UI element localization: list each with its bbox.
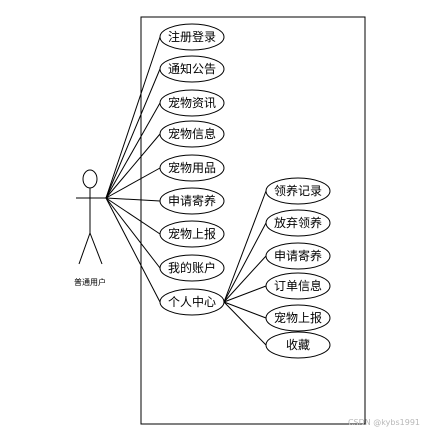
use-case-ellipse [265, 242, 331, 270]
use-case-ellipse [159, 187, 225, 215]
association-line [105, 36, 161, 199]
use-case-ellipse [159, 23, 225, 51]
use-cases: 注册登录通知公告宠物资讯宠物信息宠物用品申请寄养宠物上报我的账户个人中心领养记录… [159, 23, 331, 359]
sub_use_case-apply-foster-sub: 申请寄养 [265, 242, 331, 270]
use-case-ellipse [265, 304, 331, 332]
use-case-label: 个人中心 [168, 294, 216, 309]
sub_use_case-pet-report-sub: 宠物上报 [265, 304, 331, 332]
association-line [105, 68, 161, 199]
use-case-label: 通知公告 [168, 62, 216, 76]
sub-association-line [223, 190, 267, 303]
use-case-ellipse [265, 272, 331, 300]
watermark: CSDN @kybs1991 [348, 418, 420, 427]
sub-association-line [223, 285, 267, 303]
use-case-ellipse [159, 288, 225, 316]
actor-figure [76, 169, 106, 265]
use-case-label: 宠物用品 [168, 160, 216, 175]
association-line [105, 167, 161, 199]
primary_use_case-announcement: 通知公告 [159, 55, 225, 83]
use-case-label: 宠物信息 [168, 126, 216, 141]
use-case-ellipse [159, 154, 225, 182]
use-case-label: 订单信息 [274, 278, 322, 293]
sub-association-line [223, 301, 267, 319]
use-case-ellipse [159, 120, 225, 148]
use-case-label: 领养记录 [274, 183, 322, 198]
use-case-ellipse [159, 89, 225, 117]
use-case-label: 宠物资讯 [168, 95, 216, 110]
association-line [105, 133, 161, 199]
primary_use_case-apply-foster: 申请寄养 [159, 187, 225, 215]
sub-association-line [223, 301, 267, 346]
sub_use_case-give-up-adoption: 放弃领养 [265, 209, 331, 237]
primary_use_case-pet-supplies: 宠物用品 [159, 154, 225, 182]
use-case-label: 申请寄养 [168, 193, 216, 208]
associations [105, 36, 267, 346]
actor-right-leg [89, 232, 103, 265]
use-case-label: 我的账户 [168, 260, 216, 275]
sub-association-line [223, 255, 267, 303]
actor-left-leg [78, 232, 91, 265]
use-case-ellipse [159, 55, 225, 83]
use-case-ellipse [159, 254, 225, 282]
use-case-label: 申请寄养 [274, 248, 322, 263]
use-case-label: 收藏 [286, 338, 310, 352]
sub_use_case-order-info: 订单信息 [265, 272, 331, 300]
primary_use_case-register-login: 注册登录 [159, 23, 225, 51]
use-case-label: 注册登录 [168, 29, 216, 44]
association-line [105, 102, 161, 199]
sub-association-line [223, 222, 267, 303]
primary_use_case-pet-report: 宠物上报 [159, 220, 225, 248]
use-case-ellipse [265, 209, 331, 237]
sub_use_case-favorites: 收藏 [265, 331, 331, 359]
sub_use_case-adoption-record: 领养记录 [265, 177, 331, 205]
actor-head [82, 169, 98, 189]
use-case-label: 放弃领养 [274, 215, 322, 230]
primary_use_case-pet-news: 宠物资讯 [159, 89, 225, 117]
use-case-ellipse [265, 177, 331, 205]
association-line [105, 197, 161, 269]
primary_use_case-my-account: 我的账户 [159, 254, 225, 282]
primary_use_case-pet-info: 宠物信息 [159, 120, 225, 148]
use-case-ellipse [265, 331, 331, 359]
association-line [105, 197, 161, 303]
use-case-label: 宠物上报 [168, 226, 216, 241]
actor-label: 普通用户 [74, 277, 106, 287]
association-line [105, 197, 161, 202]
use-case-ellipse [159, 220, 225, 248]
association-line [105, 197, 161, 235]
system-boundary [140, 16, 366, 425]
use-case-label: 宠物上报 [274, 310, 322, 325]
primary_use_case-personal-center: 个人中心 [159, 288, 225, 316]
